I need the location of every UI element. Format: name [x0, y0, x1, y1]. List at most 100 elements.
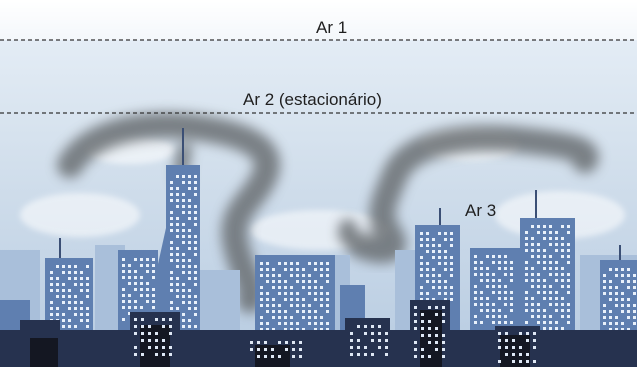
window — [444, 292, 447, 295]
window — [86, 265, 89, 268]
window — [543, 285, 546, 288]
window — [62, 289, 65, 292]
window — [176, 175, 179, 178]
window — [170, 283, 173, 286]
window — [526, 339, 529, 342]
window — [492, 255, 495, 258]
window — [525, 273, 528, 276]
window — [74, 313, 77, 316]
window — [492, 309, 495, 312]
window — [326, 310, 329, 313]
window — [314, 316, 317, 319]
window — [486, 279, 489, 282]
window — [603, 286, 606, 289]
window — [162, 339, 165, 342]
window — [326, 304, 329, 307]
window — [170, 187, 173, 190]
window — [426, 232, 429, 235]
window — [567, 255, 570, 258]
window — [543, 315, 546, 318]
window — [420, 232, 423, 235]
window — [176, 217, 179, 220]
window — [188, 199, 191, 202]
window — [302, 286, 305, 289]
label-ar1: Ar 1 — [316, 18, 348, 37]
window — [567, 273, 570, 276]
window — [519, 346, 522, 349]
window — [498, 315, 501, 318]
window — [609, 322, 612, 325]
window — [326, 322, 329, 325]
window — [421, 334, 424, 337]
window — [170, 271, 173, 274]
window — [603, 292, 606, 295]
window — [194, 307, 197, 310]
window — [633, 280, 636, 283]
window — [272, 316, 275, 319]
window — [146, 282, 149, 285]
window — [194, 325, 197, 328]
window — [498, 255, 501, 258]
window — [504, 321, 507, 324]
window — [290, 316, 293, 319]
window — [278, 322, 281, 325]
window — [420, 238, 423, 241]
window — [176, 289, 179, 292]
window — [555, 243, 558, 246]
window — [474, 321, 477, 324]
window — [432, 280, 435, 283]
window — [537, 279, 540, 282]
window — [498, 346, 501, 349]
window — [567, 279, 570, 282]
window — [543, 321, 546, 324]
window — [285, 348, 288, 351]
window — [492, 261, 495, 264]
window — [561, 279, 564, 282]
window — [284, 280, 287, 283]
window — [561, 249, 564, 252]
window — [498, 291, 501, 294]
window — [428, 306, 431, 309]
window — [134, 306, 137, 309]
window — [603, 310, 606, 313]
window — [56, 307, 59, 310]
window — [498, 279, 501, 282]
window — [86, 277, 89, 280]
window — [421, 320, 424, 323]
window — [525, 321, 528, 324]
window — [152, 258, 155, 261]
window — [140, 282, 143, 285]
window — [148, 339, 151, 342]
window — [555, 291, 558, 294]
window — [50, 277, 53, 280]
window — [264, 355, 267, 358]
window — [533, 346, 536, 349]
building-spires — [59, 128, 621, 260]
window — [74, 277, 77, 280]
window — [492, 303, 495, 306]
window — [504, 267, 507, 270]
window — [260, 304, 263, 307]
window — [290, 274, 293, 277]
window — [450, 298, 453, 301]
window — [308, 316, 311, 319]
window — [182, 205, 185, 208]
window — [498, 360, 501, 363]
window — [62, 301, 65, 304]
window — [146, 300, 149, 303]
window — [182, 301, 185, 304]
window — [182, 289, 185, 292]
window — [420, 268, 423, 271]
window — [549, 273, 552, 276]
window — [134, 288, 137, 291]
window — [56, 283, 59, 286]
window — [141, 353, 144, 356]
window — [308, 304, 311, 307]
window — [169, 332, 172, 335]
window — [549, 237, 552, 240]
window — [537, 309, 540, 312]
window — [486, 315, 489, 318]
window — [414, 355, 417, 358]
window — [148, 346, 151, 349]
window — [420, 256, 423, 259]
